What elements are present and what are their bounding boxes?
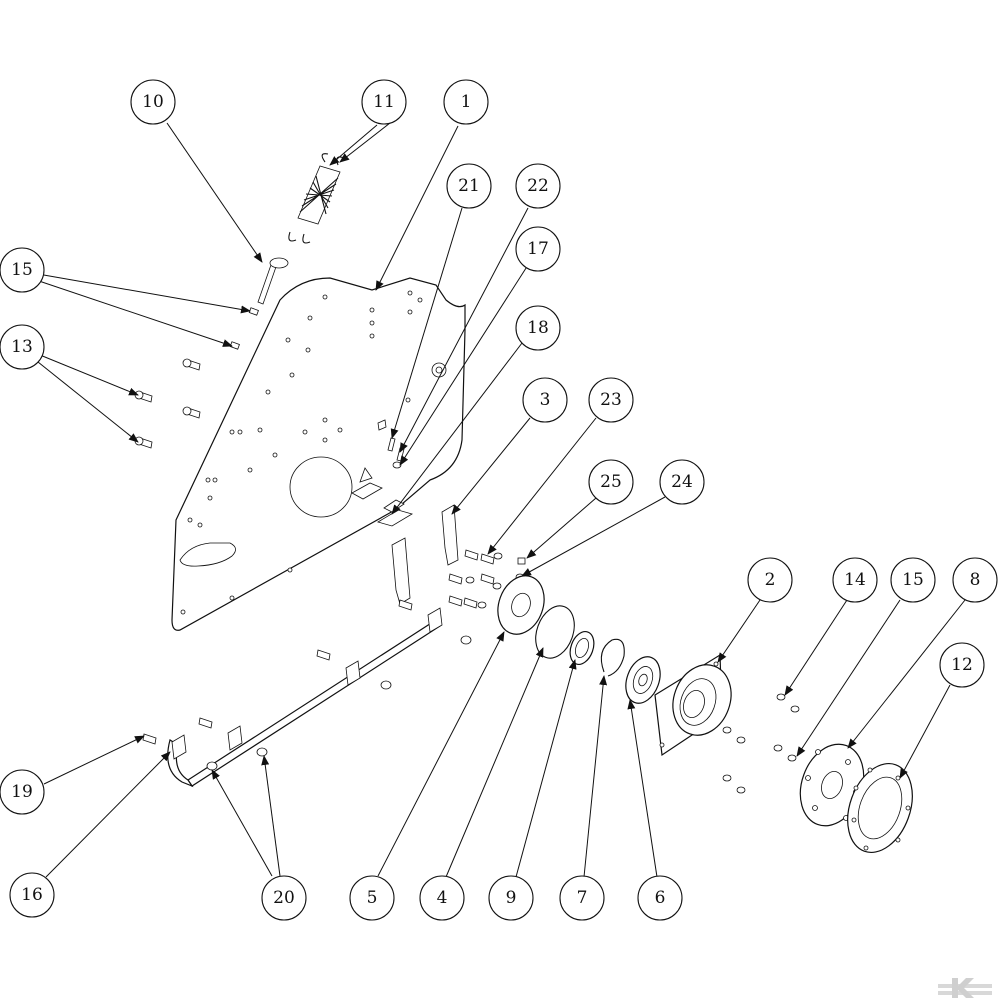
svg-text:24: 24 (671, 472, 693, 492)
svg-text:16: 16 (21, 885, 43, 905)
callout-15-left: 15 (0, 247, 45, 293)
callout-7: 7 (559, 875, 605, 921)
bearing-part-6 (625, 656, 661, 704)
flange-part-5 (497, 575, 545, 635)
callout-25: 25 (588, 459, 634, 505)
svg-text:9: 9 (506, 888, 517, 908)
callout-8: 8 (952, 557, 998, 603)
svg-text:14: 14 (844, 570, 866, 590)
small-pins-part-15 (229, 307, 259, 350)
plate-holes (180, 290, 423, 615)
callout-1: 1 (443, 79, 489, 125)
side-plate-part-1 (171, 277, 466, 631)
callout-10: 10 (130, 79, 176, 125)
svg-text:6: 6 (655, 888, 666, 908)
callout-13: 13 (0, 324, 45, 370)
callout-bubbles: 10 11 1 21 22 17 15 13 18 3 23 25 24 2 1… (0, 79, 998, 921)
svg-text:2: 2 (765, 570, 776, 590)
callout-2: 2 (747, 557, 793, 603)
callout-23: 23 (588, 377, 634, 423)
svg-text:18: 18 (527, 318, 549, 338)
svg-text:12: 12 (951, 655, 973, 675)
callout-6: 6 (637, 875, 683, 921)
callout-22: 22 (515, 163, 561, 209)
gasket-part-12 (847, 762, 913, 854)
callout-19: 19 (0, 769, 45, 815)
svg-text:3: 3 (540, 390, 551, 410)
callout-21: 21 (446, 163, 492, 209)
svg-text:23: 23 (600, 390, 622, 410)
seal-part-9 (569, 630, 595, 666)
svg-text:13: 13 (11, 337, 33, 357)
shaft-part-16 (142, 607, 472, 788)
svg-text:7: 7 (577, 888, 588, 908)
callout-16: 16 (9, 872, 55, 918)
svg-text:10: 10 (142, 92, 164, 112)
o-ring-part-4 (535, 605, 575, 659)
svg-text:20: 20 (273, 888, 295, 908)
brand-watermark-logo (938, 978, 992, 998)
callout-18: 18 (515, 305, 561, 351)
callout-3: 3 (522, 377, 568, 423)
callout-14: 14 (832, 557, 878, 603)
leader-lines (35, 122, 966, 878)
svg-text:5: 5 (367, 888, 378, 908)
svg-text:25: 25 (600, 472, 622, 492)
svg-text:8: 8 (970, 570, 981, 590)
callout-5: 5 (349, 875, 395, 921)
svg-text:21: 21 (458, 176, 480, 196)
svg-text:1: 1 (461, 92, 472, 112)
callout-17: 17 (515, 226, 561, 272)
callout-12: 12 (939, 642, 985, 688)
svg-text:15: 15 (902, 570, 924, 590)
bolts-part-13 (134, 358, 201, 449)
callout-11: 11 (361, 79, 407, 125)
svg-text:17: 17 (527, 239, 549, 259)
callout-15-right: 15 (890, 557, 936, 603)
svg-text:19: 19 (11, 782, 33, 802)
callout-9: 9 (488, 875, 534, 921)
nuts-parts-14-15 (722, 693, 800, 794)
tension-spring-part-11 (288, 153, 345, 244)
bracket-part-3 (391, 504, 459, 605)
callout-24: 24 (659, 459, 705, 505)
svg-text:11: 11 (373, 92, 395, 112)
svg-text:4: 4 (437, 888, 448, 908)
callout-4: 4 (419, 875, 465, 921)
svg-text:22: 22 (527, 176, 549, 196)
bearing-housing-part-2 (654, 653, 732, 757)
svg-text:15: 15 (11, 260, 33, 280)
circlip-part-7 (600, 638, 625, 677)
callout-20: 20 (261, 875, 307, 921)
pin-part-10 (257, 257, 289, 305)
